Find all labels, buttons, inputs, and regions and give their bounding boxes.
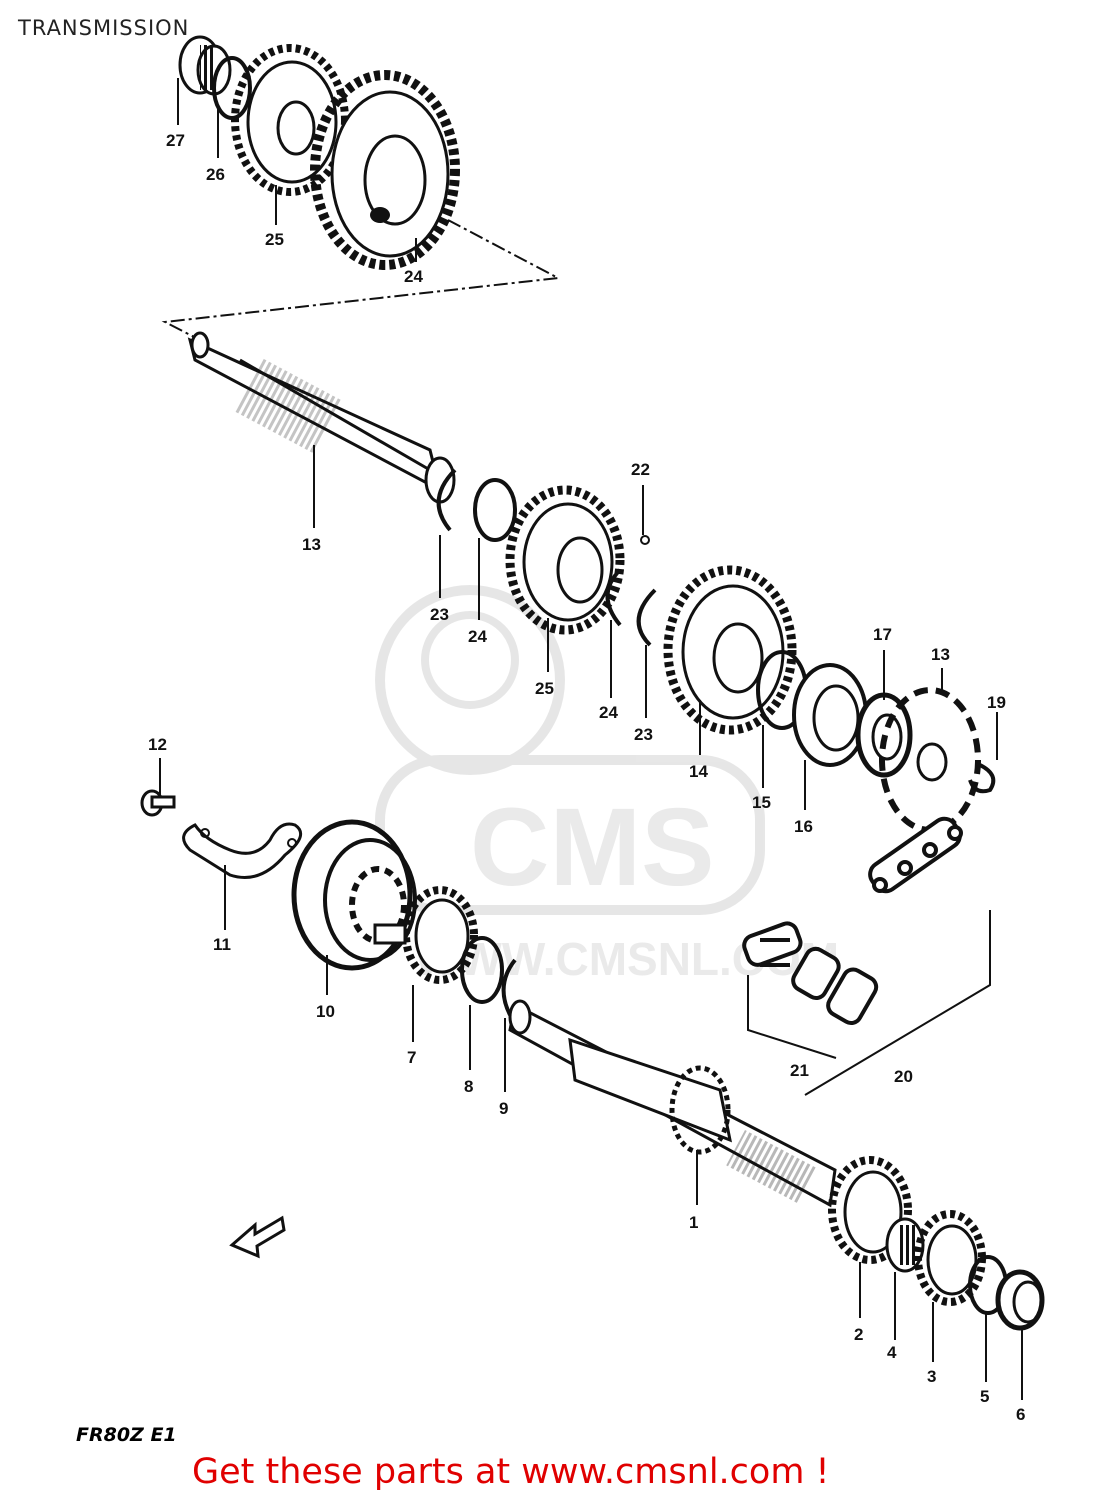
callout-27: 25 (265, 230, 284, 249)
callout-2: 2 (854, 1325, 863, 1344)
circlip-9 (501, 958, 517, 1016)
washer-24-right (605, 568, 622, 627)
callout-4: 4 (887, 1343, 897, 1362)
countershaft-13 (187, 331, 456, 504)
callout-19: 19 (987, 693, 1006, 712)
callout-1: 1 (689, 1213, 698, 1232)
callout-17: 17 (873, 625, 892, 644)
callout-13-countershaft: 13 (302, 535, 321, 554)
bush-6 (995, 1269, 1045, 1331)
circlip-23-right (636, 588, 657, 647)
callout-24-right: 24 (599, 703, 618, 722)
footer-link-text[interactable]: Get these parts at www.cmsnl.com ! (192, 1452, 830, 1492)
callout-20: 20 (894, 1067, 913, 1086)
callout-24-left: 24 (468, 627, 487, 646)
bearing-10 (291, 819, 417, 971)
callout-28: 26 (206, 165, 225, 184)
callout-7: 7 (407, 1048, 416, 1067)
callout-29: 27 (166, 131, 185, 150)
drive-chain (868, 816, 963, 894)
watermark-logo-text: CMS (470, 786, 714, 909)
gear-26 (310, 70, 460, 270)
alignment-lines-upper (161, 219, 562, 341)
callout-23-left: 23 (430, 605, 449, 624)
chain-joint-21 (742, 921, 879, 1025)
callout-26: 24 (404, 267, 423, 286)
gear-2 (828, 1156, 912, 1264)
ball-22 (640, 535, 650, 545)
callout-3: 3 (927, 1367, 936, 1386)
circlip-23-left (436, 468, 457, 532)
callout-14: 14 (689, 762, 708, 781)
callout-labels: 27 26 25 24 13 23 24 25 22 24 23 14 15 1… (148, 131, 1025, 1424)
screw-12 (140, 789, 176, 817)
callout-22: 22 (631, 460, 650, 479)
bearing-29 (178, 35, 232, 96)
bush-4 (885, 1217, 925, 1273)
gear-7 (373, 886, 478, 984)
callout-16: 16 (794, 817, 813, 836)
callout-23-right: 23 (634, 725, 653, 744)
bracket-lines-20-21 (747, 910, 991, 1096)
gear-27 (231, 44, 349, 196)
callout-11: 11 (213, 935, 231, 954)
gear-3 (914, 1210, 986, 1306)
callout-21: 21 (790, 1061, 809, 1080)
front-direction-arrow-icon (229, 1215, 286, 1259)
diagram-title: TRANSMISSION (18, 16, 190, 40)
callout-12: 12 (148, 735, 167, 754)
bearing-retainer-11 (182, 822, 303, 879)
driveshaft-1 (508, 999, 837, 1208)
washer-24-left (473, 478, 517, 542)
model-code: FR80Z E1 (76, 1424, 177, 1446)
callout-6: 6 (1016, 1405, 1025, 1424)
callout-13-sprocket: 13 (931, 645, 950, 664)
callout-8: 8 (464, 1077, 473, 1096)
gear-14 (663, 565, 797, 735)
leader-lines (159, 78, 1023, 1400)
callout-15: 15 (752, 793, 771, 812)
callout-25: 25 (535, 679, 554, 698)
callout-10: 10 (316, 1002, 335, 1021)
washer-8 (460, 936, 504, 1004)
gear-25 (505, 485, 625, 635)
bearing-16 (792, 663, 868, 767)
clip-19 (968, 763, 996, 794)
callout-5: 5 (980, 1387, 989, 1406)
callout-9: 9 (499, 1099, 508, 1118)
